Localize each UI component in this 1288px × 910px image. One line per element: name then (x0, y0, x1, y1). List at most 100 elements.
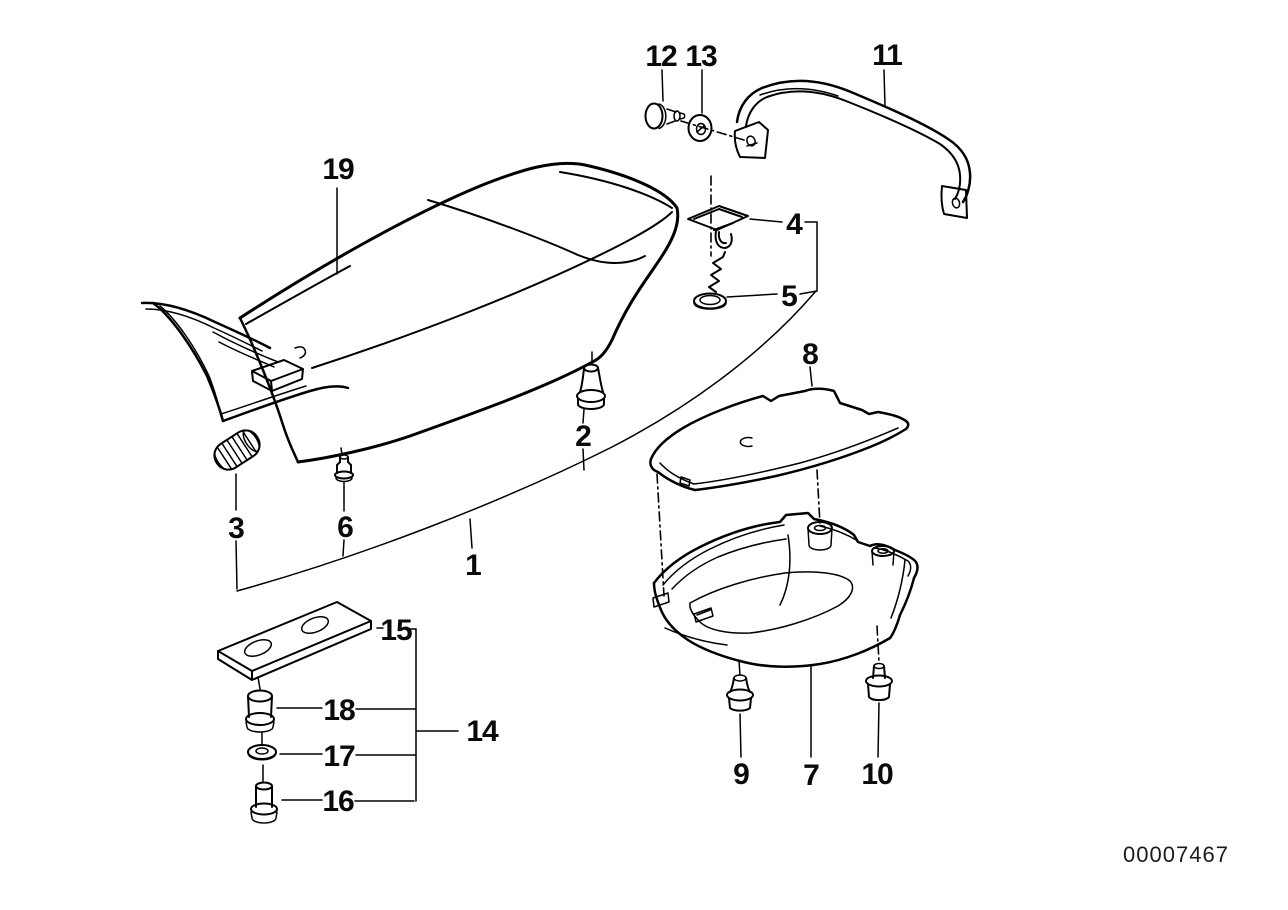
leader-3 (235, 473, 238, 590)
frame-window-line-1 (212, 331, 279, 363)
part-7-storage-box (652, 511, 919, 668)
box-screw-boss-hole (813, 524, 827, 532)
part-4-clip-plate (687, 205, 749, 249)
screw-shaft (666, 108, 677, 125)
seat-assembly (140, 161, 680, 464)
plug-top (873, 662, 885, 670)
washer-thickness (247, 752, 277, 761)
lid-center-hole (739, 436, 753, 448)
part-2-buffer (576, 363, 606, 410)
frame-nose-top-outer (140, 301, 272, 350)
buffer-body (579, 367, 604, 393)
bushing-base (245, 721, 275, 733)
handle-inner (745, 90, 962, 200)
group-leader-line-1 (236, 290, 817, 592)
lid-rim-inner (659, 427, 899, 485)
callout-5: 5 (781, 280, 797, 313)
part-9-buffer (726, 674, 754, 712)
washer-outer (247, 744, 277, 760)
knurled-body (213, 429, 261, 471)
callout-13: 13 (685, 40, 717, 73)
clip-plate (687, 205, 749, 231)
stud-body (336, 456, 352, 474)
part-18-bushing (245, 689, 275, 733)
plate-thickness (217, 620, 372, 681)
washer-side (702, 114, 713, 142)
leader-15 (376, 627, 417, 630)
stud-flange (334, 470, 354, 480)
box-inner-wall (671, 534, 906, 619)
box-rim-outline (652, 511, 919, 585)
bolt-body (255, 785, 273, 808)
leader-lines (235, 69, 886, 802)
seat-side-seam (311, 211, 673, 369)
connector-15-18 (257, 676, 261, 690)
part-3-knurled-screw (213, 429, 261, 471)
seat-bolster-seam (427, 199, 646, 264)
leader-17 (279, 753, 417, 756)
buffer-flange (726, 688, 754, 702)
handle-top-face (759, 88, 839, 97)
screw-head-inner (699, 294, 721, 306)
part-8-tray-lid (649, 387, 910, 492)
box-floor (689, 571, 854, 634)
seat-front-edge (238, 316, 300, 464)
leader-5 (726, 293, 778, 298)
leader-12 (661, 69, 664, 102)
handle-left-mount (733, 121, 769, 159)
bolt-top (255, 781, 273, 791)
leader-8 (809, 366, 813, 387)
bushing-flange (245, 712, 275, 726)
part-11-grab-handle (733, 79, 972, 219)
part-16-bolt (250, 781, 278, 824)
buffer-base (577, 398, 605, 410)
callout-1: 1 (465, 549, 481, 582)
handle-right-mount-hole (951, 197, 961, 209)
handle-left-mount-hole (746, 135, 756, 147)
callout-12: 12 (645, 40, 677, 73)
box-right-boss-hole (877, 548, 889, 554)
part-12-screw (644, 102, 686, 130)
callout-3: 3 (228, 512, 244, 545)
buffer-top (583, 363, 599, 373)
callout-10: 10 (861, 758, 893, 791)
plate-hole-1 (243, 639, 273, 657)
screw-tip (679, 112, 686, 120)
buffer-base (728, 697, 752, 712)
callout-labels: 19 12 13 11 4 5 8 2 1 3 6 15 18 17 16 14… (228, 39, 903, 818)
screw-head-base (693, 302, 727, 310)
clip-spring (713, 222, 734, 249)
box-left-tab (652, 592, 670, 608)
leader-16 (281, 799, 415, 802)
leader-6 (340, 447, 345, 557)
frame-bottom-rail-inner (220, 385, 307, 415)
drop-line-10 (876, 625, 880, 663)
callout-19: 19 (322, 153, 354, 186)
seat-top-outline (238, 161, 679, 320)
bolt-flange (250, 802, 278, 816)
leader-10 (877, 702, 880, 758)
stud-nub (339, 454, 349, 460)
callout-15: 15 (380, 614, 412, 647)
callout-4: 4 (786, 208, 803, 241)
bushing-top (247, 689, 273, 703)
axis-12-13 (680, 120, 745, 141)
lid-outline (649, 387, 910, 492)
plug-base (867, 683, 891, 702)
frame-latch-block (251, 359, 304, 392)
part-13-washer (687, 114, 713, 142)
leader-2-lower (582, 448, 585, 471)
plate-hole-2 (300, 616, 330, 634)
seat-piping-rear (559, 171, 673, 209)
plate-top-face (217, 601, 372, 672)
frame-left-edge-inner (159, 305, 222, 417)
drop-line-center (816, 469, 821, 525)
screw-head-side (658, 103, 667, 130)
part-17-washer (247, 744, 277, 761)
box-right-edge (888, 576, 916, 640)
box-screw-boss-body (807, 527, 833, 551)
callout-8: 8 (802, 338, 818, 371)
seat-rear-edge (594, 206, 680, 362)
bracket-4-5 (799, 221, 818, 295)
